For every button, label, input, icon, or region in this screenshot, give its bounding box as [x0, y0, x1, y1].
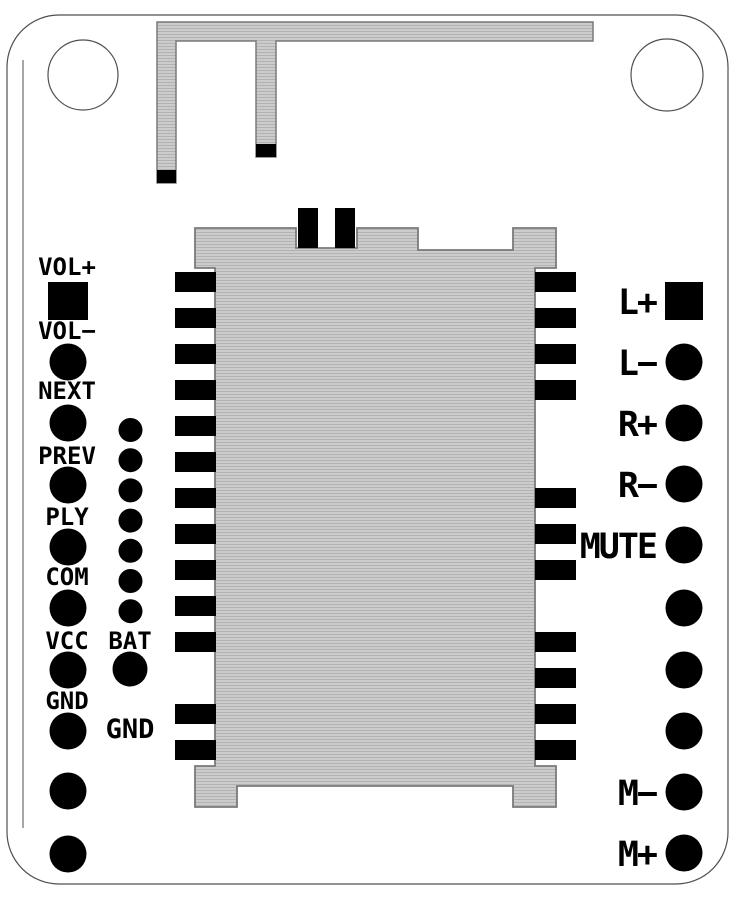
pin-label-bat: BAT: [108, 627, 151, 655]
pin-label-m-minusplus: M+: [618, 835, 657, 875]
module-left-edge-pad-2: [175, 308, 216, 328]
antenna-trace: [156, 21, 594, 184]
pin-pad-vol-minus: [49, 343, 87, 381]
pin-label-mute: MUTE: [580, 527, 656, 567]
module-left-edge-pad-9: [175, 560, 216, 580]
test-dot-3: [118, 478, 143, 503]
pin-pad-m-minusplus: [665, 834, 703, 872]
pin-pad-right-unlabeled-pad-7: [665, 651, 703, 689]
module-right-edge-pad-10: [535, 704, 576, 724]
pin-label-prev: PREV: [38, 442, 96, 470]
mounting-hole-right: [630, 38, 704, 112]
module-right-edge-pad-9: [535, 668, 576, 688]
module-left-edge-pad-11: [175, 632, 216, 652]
pin-label-m-minus: M−: [618, 774, 657, 814]
module-top-pad-1: [298, 208, 318, 248]
pin-pad-next: [49, 404, 87, 442]
module-left-edge-pad-1: [175, 272, 216, 292]
module-gnd-label: GND: [106, 714, 155, 745]
test-dot-2: [118, 448, 143, 473]
pin-pad-r-minusplus: [665, 404, 703, 442]
pin-pad-prev: [49, 466, 87, 504]
test-dot-4: [118, 508, 143, 533]
pin-pad-right-unlabeled-pad-8: [665, 712, 703, 750]
pin-label-com: COM: [45, 563, 88, 591]
pin-pad-ply: [49, 528, 87, 566]
pin-label-r-minus: R−: [618, 466, 657, 506]
module-right-edge-pad-8: [535, 632, 576, 652]
pin-pad-bat: [112, 651, 148, 687]
module-top-pad-2: [335, 208, 355, 248]
pin-pad-vol-minusplus: [48, 282, 88, 320]
test-dot-5: [118, 538, 143, 563]
module-right-edge-pad-5: [535, 488, 576, 508]
pin-label-next: NEXT: [38, 377, 96, 405]
pin-pad-com: [49, 589, 87, 627]
test-dot-1: [118, 418, 143, 442]
module-left-edge-pad-8: [175, 524, 216, 544]
module-right-edge-pad-2: [535, 308, 576, 328]
pin-label-r-minusplus: R+: [618, 405, 657, 445]
module-left-edge-pad-7: [175, 488, 216, 508]
pin-label-vol-minus: VOL−: [38, 317, 96, 345]
pin-pad-left-unlabeled-pad-9: [49, 772, 87, 810]
pin-pad-r-minus: [665, 465, 703, 503]
pin-label-vcc: VCC: [45, 627, 88, 655]
pin-label-vol-minusplus: VOL+: [38, 253, 96, 281]
module-left-edge-pad-6: [175, 452, 216, 472]
pin-pad-l-minus: [665, 343, 703, 381]
pin-label-ply: PLY: [45, 503, 89, 531]
pin-pad-gnd: [49, 712, 87, 750]
antenna-feed-pad-2: [256, 144, 276, 157]
test-dot-6: [118, 569, 143, 593]
pin-label-l-minusplus: L+: [618, 283, 657, 323]
pin-label-gnd: GND: [45, 687, 88, 715]
module-right-edge-pad-4: [535, 380, 576, 400]
module-body: [194, 227, 557, 808]
board-outline: [6, 14, 729, 885]
pin-pad-right-unlabeled-pad-6: [665, 589, 703, 627]
pin-pad-l-minusplus: [665, 282, 703, 320]
pin-label-l-minus: L−: [618, 344, 657, 384]
module-right-edge-pad-11: [535, 740, 576, 760]
antenna-feed-pad-1: [157, 170, 176, 183]
module-left-edge-pad-13: [175, 740, 216, 760]
pin-pad-mute: [665, 526, 703, 564]
mounting-hole-left: [47, 39, 119, 111]
module-left-edge-pad-10: [175, 596, 216, 616]
pin-pad-vcc: [49, 651, 87, 689]
module-right-edge-pad-3: [535, 344, 576, 364]
test-dot-7: [118, 599, 143, 624]
module-left-edge-pad-12: [175, 704, 216, 724]
module-left-edge-pad-3: [175, 344, 216, 364]
module-right-edge-pad-6: [535, 524, 576, 544]
module-right-edge-pad-7: [535, 560, 576, 580]
module-left-edge-pad-4: [175, 380, 216, 400]
pin-pad-m-minus: [665, 773, 703, 811]
module-right-edge-pad-1: [535, 272, 576, 292]
pin-pad-left-unlabeled-pad-10: [49, 835, 87, 873]
module-left-edge-pad-5: [175, 416, 216, 436]
